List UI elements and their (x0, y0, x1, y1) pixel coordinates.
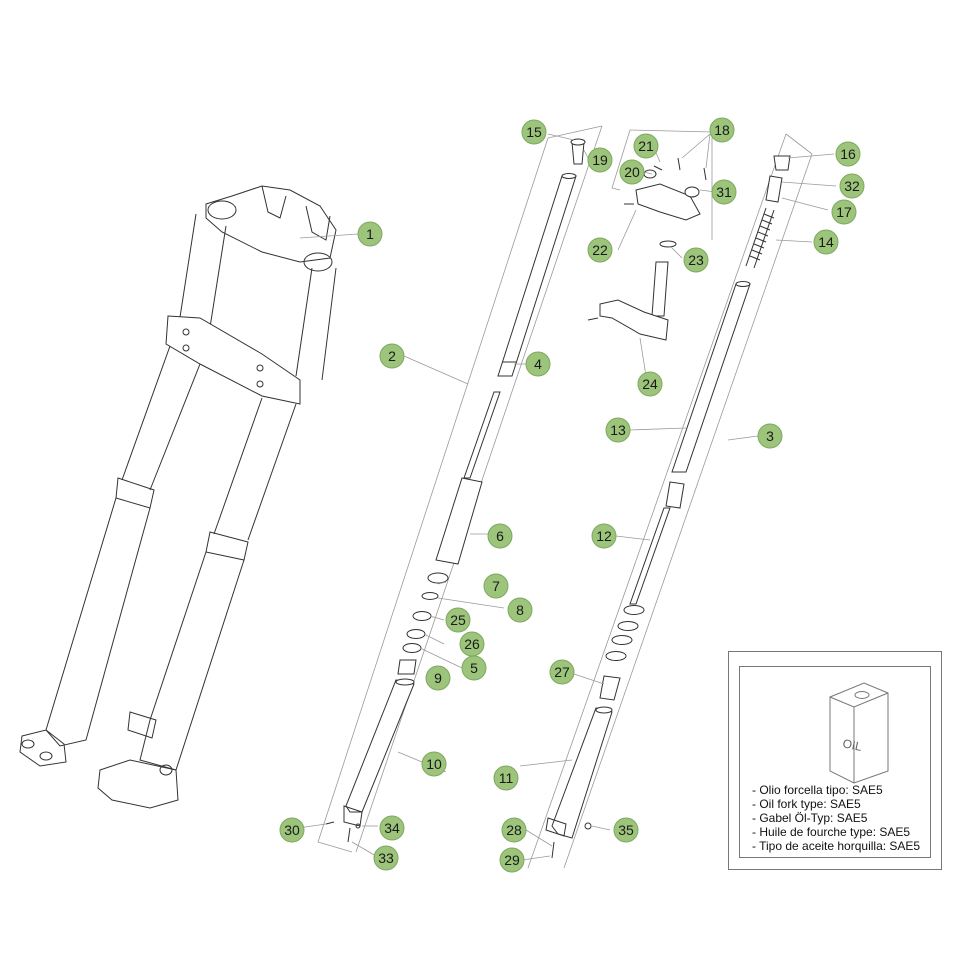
callout-label: 28 (506, 822, 522, 838)
callout-35: 35 (613, 817, 639, 843)
callout-label: 24 (642, 376, 658, 392)
oil-spec-list: - Olio forcella tipo: SAE5 - Oil fork ty… (752, 783, 920, 853)
callout-label: 23 (688, 252, 704, 268)
callout-label: 4 (534, 356, 542, 372)
callout-10: 10 (421, 751, 447, 777)
oil-spec-line-en: - Oil fork type: SAE5 (752, 797, 861, 811)
callout-31: 31 (711, 179, 737, 205)
callout-label: 5 (470, 660, 478, 676)
callout-label: 20 (624, 164, 640, 180)
callout-32: 32 (839, 173, 865, 199)
callout-12: 12 (591, 523, 617, 549)
callout-label: 35 (618, 822, 634, 838)
callout-label: 30 (284, 822, 300, 838)
callout-9: 9 (425, 665, 451, 691)
callout-label: 17 (836, 204, 852, 220)
callout-16: 16 (835, 141, 861, 167)
callout-label: 12 (596, 528, 612, 544)
callout-1: 1 (357, 221, 383, 247)
callout-label: 2 (388, 348, 396, 364)
callout-17: 17 (831, 199, 857, 225)
callout-label: 1 (366, 226, 374, 242)
callout-label: 18 (714, 122, 730, 138)
oil-can-icon: OIL (829, 682, 889, 784)
callout-5: 5 (461, 655, 487, 681)
callout-label: 14 (818, 234, 834, 250)
callout-22: 22 (587, 237, 613, 263)
callout-label: 3 (766, 428, 774, 444)
callout-6: 6 (487, 523, 513, 549)
exploded-left-leg (325, 138, 586, 843)
oil-spec-inner-frame: OIL - Olio forcella tipo: SAE5 - Oil for… (739, 666, 931, 858)
callout-27: 27 (549, 659, 575, 685)
callout-label: 26 (464, 636, 480, 652)
callout-25: 25 (445, 607, 471, 633)
oil-can-label: OIL (841, 736, 863, 754)
callout-2: 2 (379, 343, 405, 369)
oil-spec-line-de: - Gabel Öl-Typ: SAE5 (752, 811, 868, 825)
assembled-fork-illustration (19, 185, 337, 809)
callout-11: 11 (493, 765, 519, 791)
callout-13: 13 (605, 417, 631, 443)
oil-spec-line-es: - Tipo de aceite horquilla: SAE5 (752, 839, 921, 853)
callout-23: 23 (683, 247, 709, 273)
exploded-right-leg (545, 155, 791, 859)
callout-label: 22 (592, 242, 608, 258)
exploded-triple-clamps (587, 157, 707, 341)
exploded-frame-lines (317, 125, 813, 869)
callout-30: 30 (279, 817, 305, 843)
callout-21: 21 (633, 133, 659, 159)
callout-label: 15 (526, 124, 542, 140)
callout-label: 34 (384, 820, 400, 836)
callout-label: 32 (844, 178, 860, 194)
callout-label: 10 (426, 756, 442, 772)
callout-4: 4 (525, 351, 551, 377)
callout-label: 29 (504, 852, 520, 868)
callout-label: 13 (610, 422, 626, 438)
callout-18: 18 (709, 117, 735, 143)
oil-spec-box: OIL - Olio forcella tipo: SAE5 - Oil for… (728, 651, 942, 870)
callout-34: 34 (379, 815, 405, 841)
callout-7: 7 (483, 573, 509, 599)
callout-33: 33 (373, 845, 399, 871)
callout-20: 20 (619, 159, 645, 185)
callout-14: 14 (813, 229, 839, 255)
callout-29: 29 (499, 847, 525, 873)
callout-15: 15 (521, 119, 547, 145)
callout-label: 31 (716, 184, 732, 200)
callout-label: 19 (592, 152, 608, 168)
callout-label: 25 (450, 612, 466, 628)
callout-8: 8 (507, 597, 533, 623)
callout-label: 33 (378, 850, 394, 866)
callout-label: 9 (434, 670, 442, 686)
callout-24: 24 (637, 371, 663, 397)
callout-label: 27 (554, 664, 570, 680)
callout-label: 16 (840, 146, 856, 162)
callout-label: 8 (516, 602, 524, 618)
oil-spec-line-it: - Olio forcella tipo: SAE5 (752, 783, 883, 797)
callout-3: 3 (757, 423, 783, 449)
callout-26: 26 (459, 631, 485, 657)
oil-spec-line-fr: - Huile de fourche type: SAE5 (752, 825, 911, 839)
callout-label: 6 (496, 528, 504, 544)
callout-label: 7 (492, 578, 500, 594)
callout-label: 11 (499, 770, 514, 786)
callout-28: 28 (501, 817, 527, 843)
callout-19: 19 (587, 147, 613, 173)
callout-label: 21 (638, 138, 654, 154)
